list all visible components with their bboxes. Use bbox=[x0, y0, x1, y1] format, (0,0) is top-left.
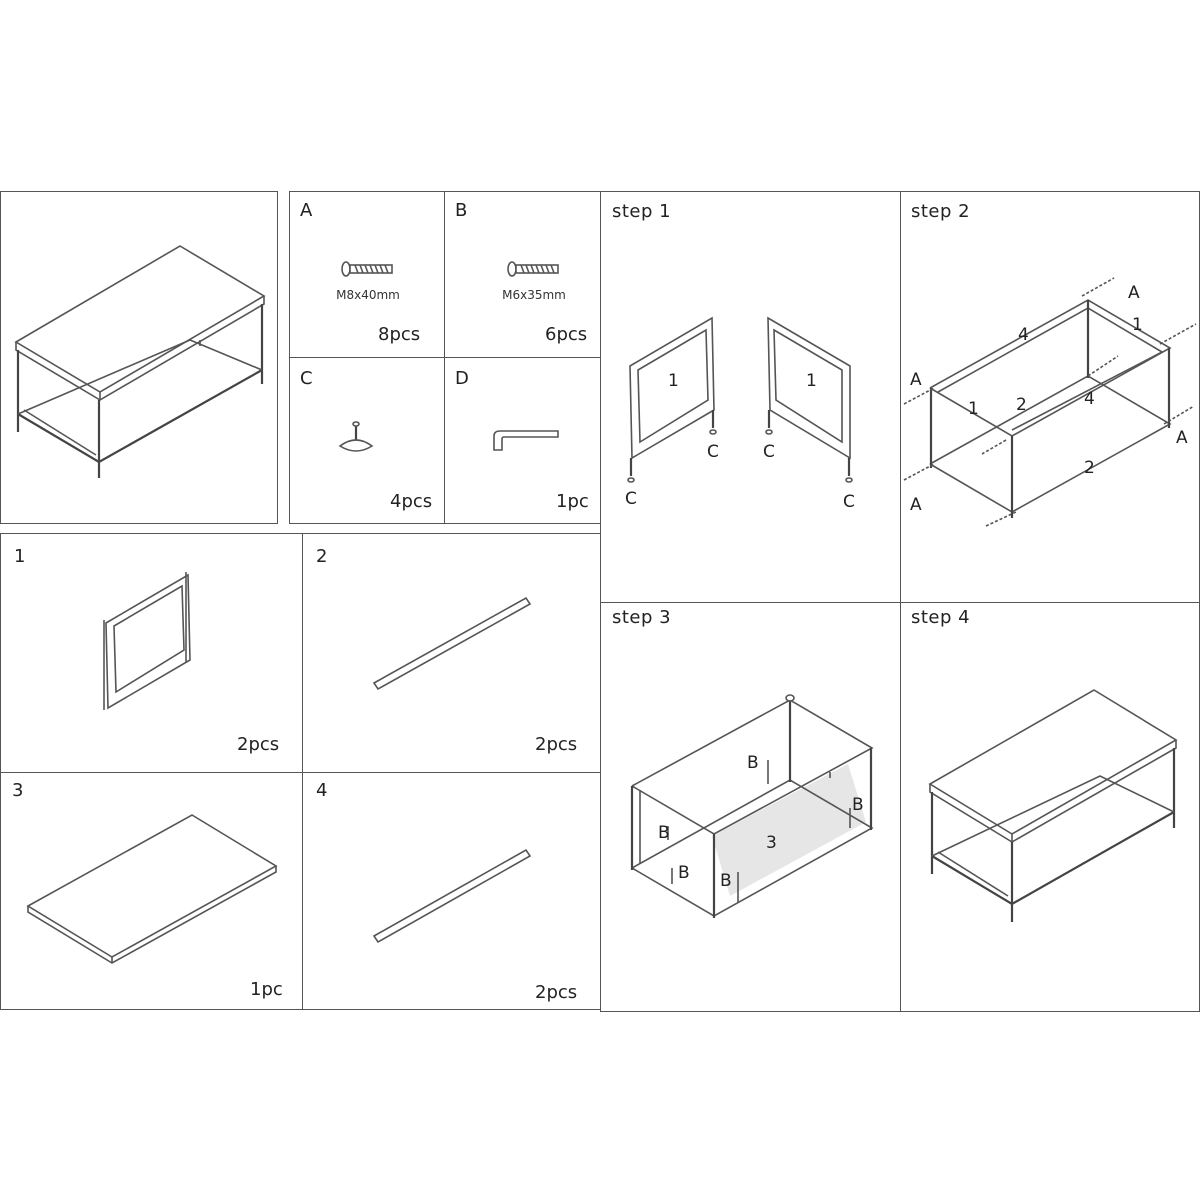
step-1-left-frame bbox=[627, 316, 717, 483]
part-2-panel bbox=[302, 533, 601, 773]
hardware-d-label: D bbox=[455, 368, 470, 389]
hardware-a-spec: M8x40mm bbox=[336, 288, 400, 302]
hardware-b-label: B bbox=[455, 200, 468, 221]
hardware-d-qty: 1pc bbox=[556, 491, 589, 512]
part-4-qty: 2pcs bbox=[535, 982, 578, 1003]
step-2-bar4-label-1: 4 bbox=[1018, 325, 1029, 345]
step-2-screw-label-4: A bbox=[910, 495, 922, 515]
part-2-label: 2 bbox=[316, 546, 328, 567]
leveling-foot-c-icon bbox=[338, 421, 374, 452]
step-2-bar2-label-1: 2 bbox=[1016, 395, 1027, 415]
step-2-frame bbox=[903, 277, 1197, 527]
step-2-screw-label-2: A bbox=[910, 370, 922, 390]
side-frame-part-1 bbox=[103, 572, 191, 710]
step-3-board-label: 3 bbox=[766, 833, 777, 853]
screw-b-icon bbox=[507, 261, 559, 277]
bar-part-2 bbox=[372, 596, 532, 691]
step-1-frame-label-right: 1 bbox=[806, 371, 817, 391]
hardware-c-label: C bbox=[300, 368, 314, 389]
step-2-side-label-2: 1 bbox=[968, 399, 979, 419]
part-1-qty: 2pcs bbox=[237, 734, 280, 755]
hardware-a-label: A bbox=[300, 200, 313, 221]
part-3-label: 3 bbox=[12, 780, 24, 801]
step-4-title: step 4 bbox=[911, 607, 971, 628]
hardware-a-qty: 8pcs bbox=[378, 324, 421, 345]
allen-key-d-icon bbox=[493, 430, 559, 451]
hardware-b-panel bbox=[444, 191, 601, 358]
part-1-label: 1 bbox=[14, 546, 26, 567]
step-1-leg-label-2: C bbox=[707, 442, 719, 462]
step-2-bar4-label-2: 4 bbox=[1084, 389, 1095, 409]
step-3-title: step 3 bbox=[612, 607, 672, 628]
step-2-screw-label-1: A bbox=[1128, 283, 1140, 303]
step-4-finished-table bbox=[928, 689, 1178, 922]
hardware-d-panel bbox=[444, 357, 601, 524]
step-3-screw-label-3: B bbox=[658, 823, 670, 843]
part-3-qty: 1pc bbox=[250, 979, 283, 1000]
hardware-b-qty: 6pcs bbox=[545, 324, 588, 345]
step-2-screw-label-3: A bbox=[1176, 428, 1188, 448]
step-3-frame bbox=[630, 694, 874, 918]
step-1-title: step 1 bbox=[612, 201, 672, 222]
step-1-panel bbox=[600, 191, 901, 603]
hardware-c-panel bbox=[289, 357, 445, 524]
bar-part-4 bbox=[372, 848, 532, 944]
screw-a-icon bbox=[341, 261, 393, 277]
step-2-bar2-label-2: 2 bbox=[1084, 458, 1095, 478]
board-part-3 bbox=[26, 814, 278, 964]
part-1-panel bbox=[0, 533, 303, 773]
step-1-right-frame bbox=[765, 316, 853, 483]
step-1-leg-label-1: C bbox=[625, 489, 637, 509]
step-1-frame-label-left: 1 bbox=[668, 371, 679, 391]
hardware-b-spec: M6x35mm bbox=[502, 288, 566, 302]
part-2-qty: 2pcs bbox=[535, 734, 578, 755]
hardware-c-qty: 4pcs bbox=[390, 491, 433, 512]
step-2-title: step 2 bbox=[911, 201, 971, 222]
step-3-screw-label-1: B bbox=[747, 753, 759, 773]
part-4-panel bbox=[302, 772, 601, 1010]
step-3-screw-label-2: B bbox=[852, 795, 864, 815]
step-3-screw-label-5: B bbox=[720, 871, 732, 891]
step-1-leg-label-3: C bbox=[763, 442, 775, 462]
hardware-a-panel bbox=[289, 191, 445, 358]
step-2-side-label-1: 1 bbox=[1132, 315, 1143, 335]
part-4-label: 4 bbox=[316, 780, 328, 801]
step-3-screw-label-4: B bbox=[678, 863, 690, 883]
step-1-leg-label-4: C bbox=[843, 492, 855, 512]
